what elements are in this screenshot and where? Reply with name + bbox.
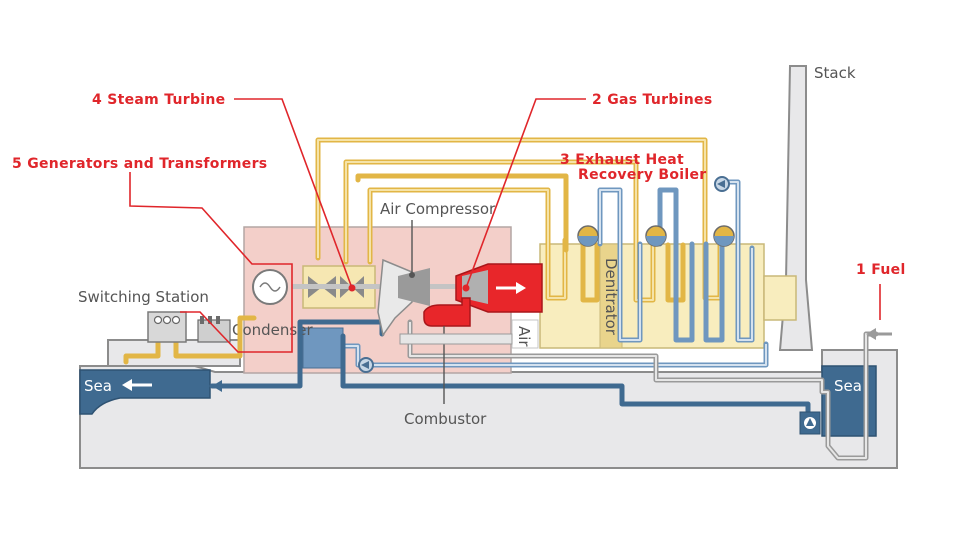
air-compressor-rotor: [398, 268, 430, 306]
steam-drum-3: [713, 225, 735, 247]
gas-exhaust-arrow-icon: [496, 282, 526, 294]
sea-outlet-arrow-icon: [212, 380, 222, 392]
hrsg-pump-icon: [714, 176, 730, 192]
steam-turbine-leader: [234, 98, 353, 289]
air-compressor-label: Air Compressor: [380, 200, 496, 218]
condenser-label: Condenser: [232, 321, 313, 339]
air-duct: [399, 333, 513, 345]
sea-right-water: [821, 365, 877, 437]
switching-station-icon: [153, 315, 181, 325]
gas-turbines-label: 2 Gas Turbines: [592, 92, 712, 108]
gas-turbine-rotor: [462, 270, 488, 304]
stack-label: Stack: [814, 64, 856, 82]
sea-left-label: Sea: [84, 377, 112, 395]
hrsg-outlet-duct: [763, 275, 797, 321]
steam-drum-2: [645, 225, 667, 247]
feedwater-pump-icon: [358, 357, 374, 373]
gas-turbines-leader: [465, 98, 586, 289]
fuel-arrow-icon: [866, 328, 892, 340]
turbine-shaft: [292, 284, 457, 289]
exhaust-heat-label-line2: Recovery Boiler: [578, 167, 707, 183]
exhaust-heat-label-line1: 3 Exhaust Heat: [560, 152, 684, 168]
air-intake: [511, 319, 539, 349]
switching-station-label: Switching Station: [78, 288, 209, 306]
sea-left-arrow-icon: [122, 379, 152, 391]
transformer-icon: [197, 316, 231, 343]
denitrator-label: Denitrator: [602, 258, 620, 336]
air-label: Air: [515, 326, 533, 347]
generators-leader: [129, 172, 293, 353]
generators-transformers-label: 5 Generators and Transformers: [12, 156, 267, 172]
sea-right-label: Sea: [834, 377, 862, 395]
steam-drum-1: [577, 225, 599, 247]
sine-wave-circle-icon: [252, 269, 288, 305]
fuel-label: 1 Fuel: [856, 262, 906, 278]
sea-left-water: [79, 369, 211, 415]
combustor: [423, 297, 471, 327]
pump-icon: [802, 415, 818, 431]
condenser-box: [302, 327, 344, 369]
fuel-line: [407, 319, 879, 461]
steam-turbine-label: 4 Steam Turbine: [92, 92, 225, 108]
combustor-label: Combustor: [404, 410, 487, 428]
